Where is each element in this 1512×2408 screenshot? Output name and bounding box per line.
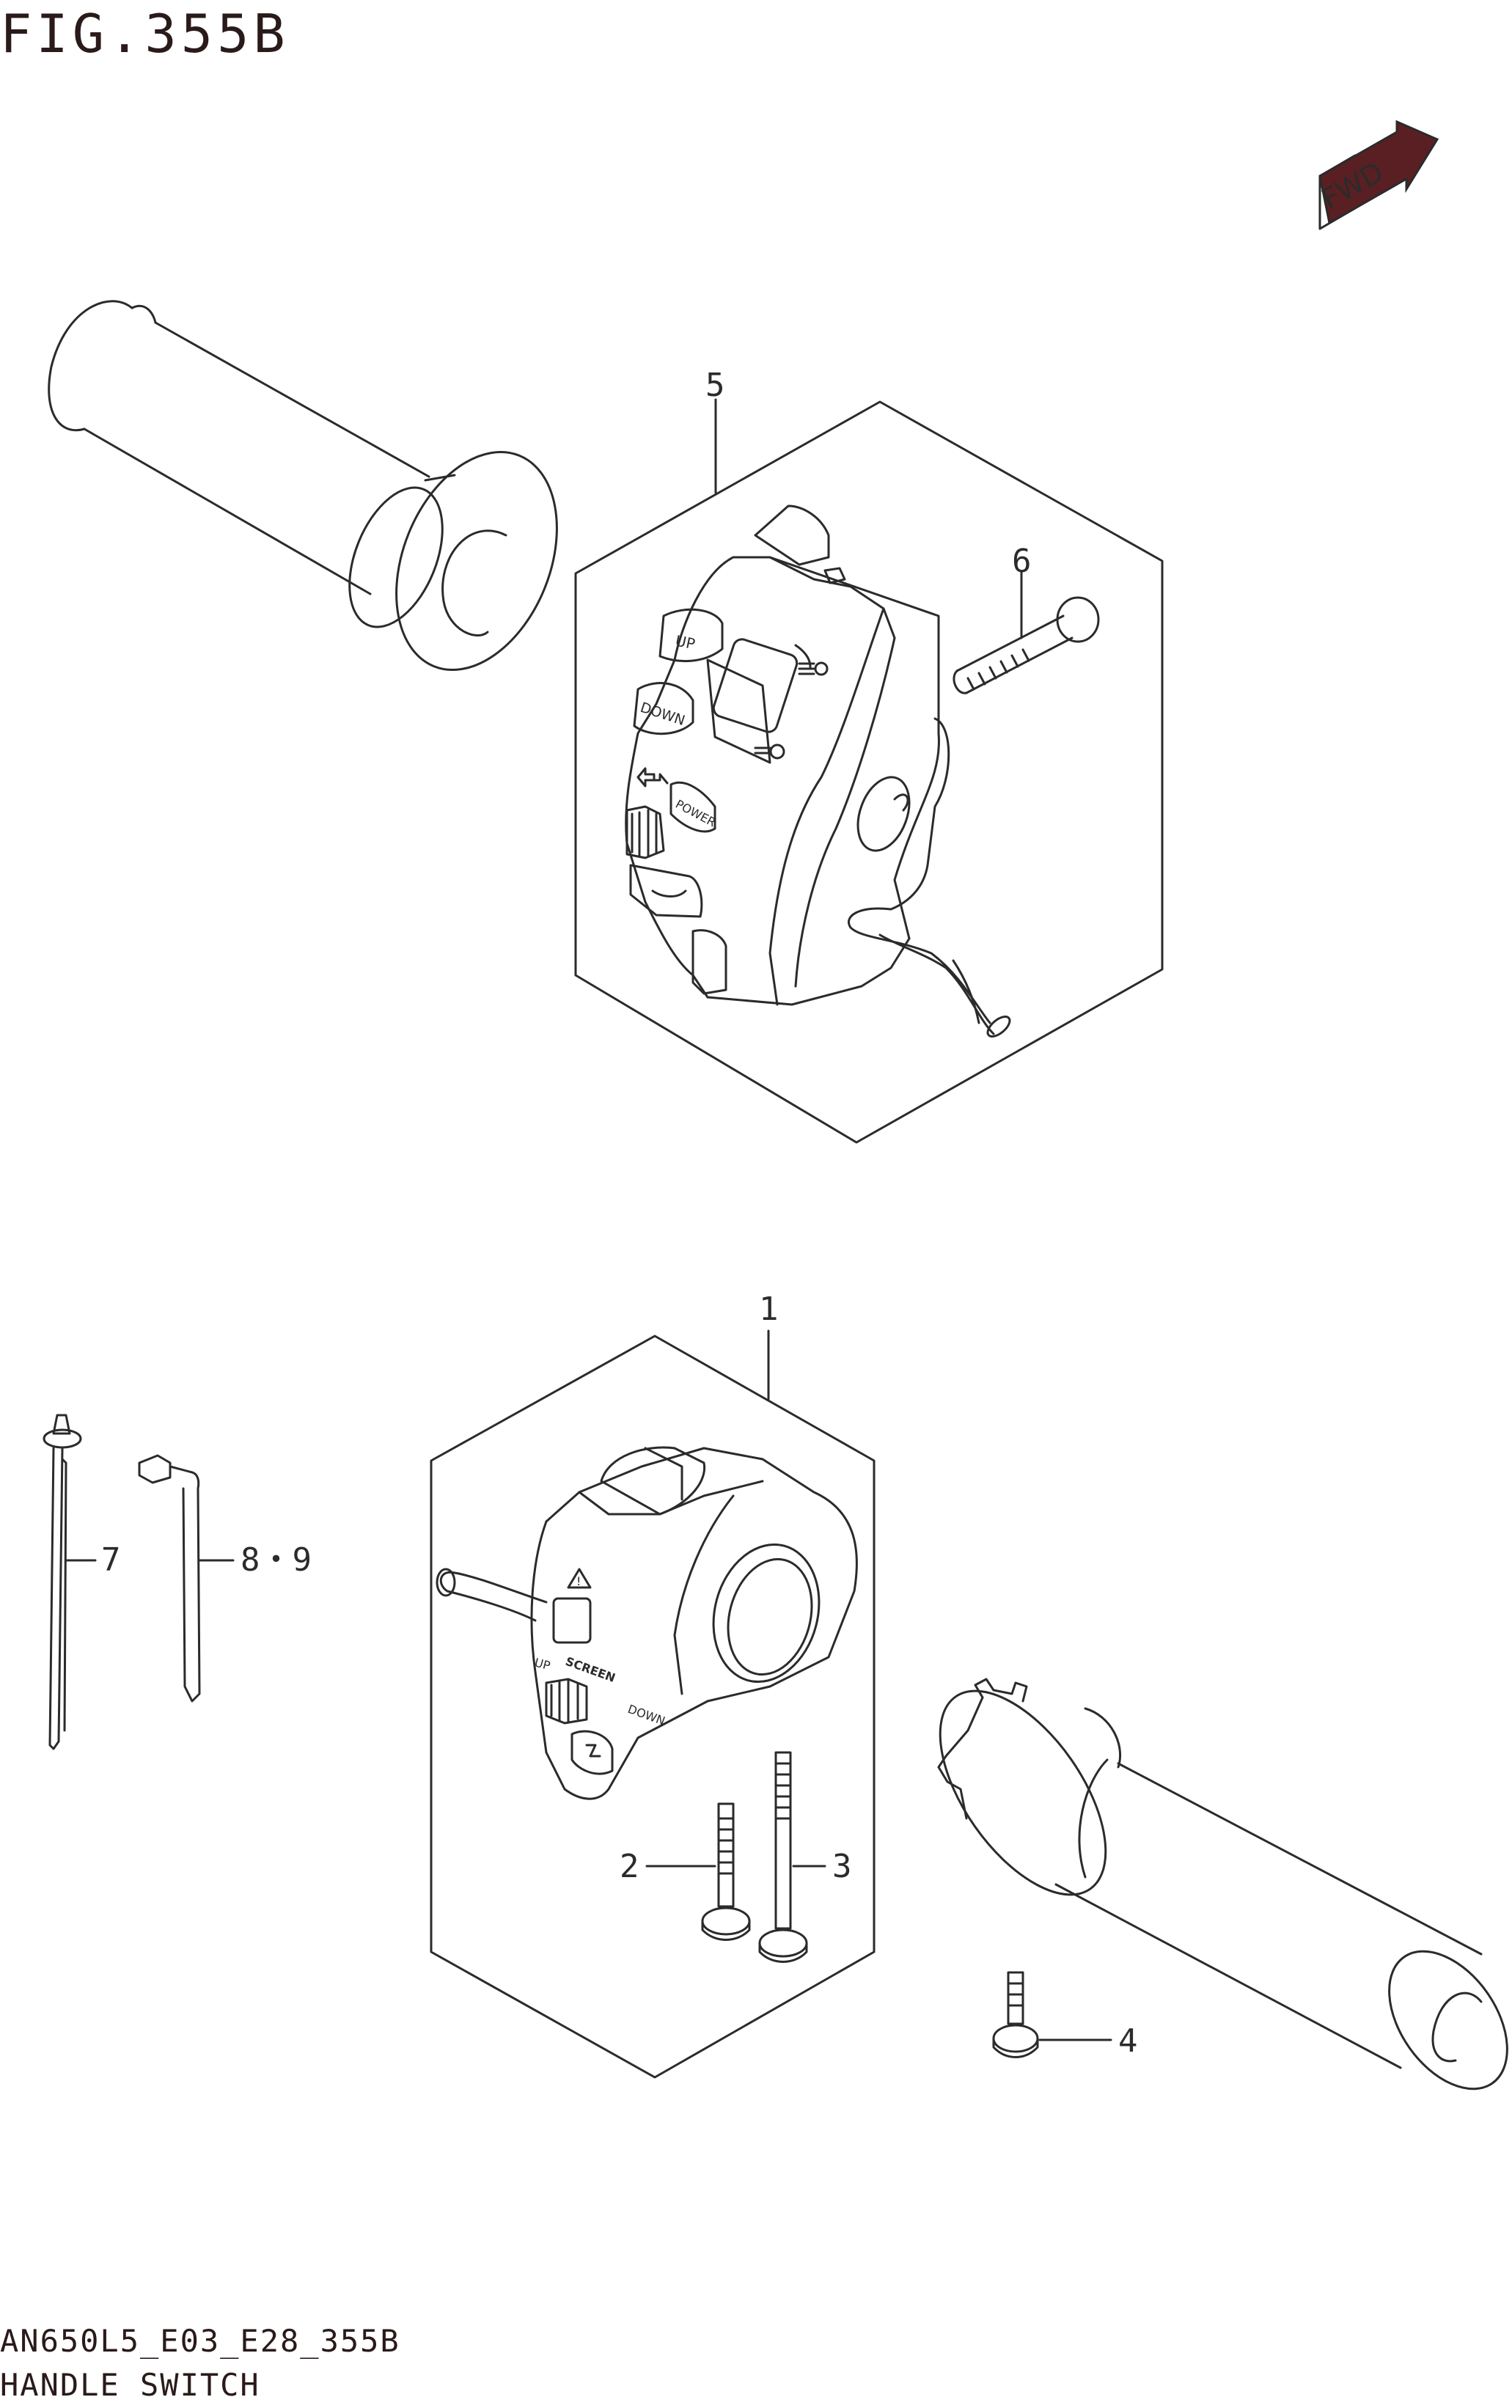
part-4-screw: 4: [992, 1971, 1138, 2060]
up-button-label: UP: [674, 631, 697, 653]
figure-title: FIG.355B: [0, 3, 290, 65]
diagram-code: AN650L5_E03_E28_355B: [0, 2323, 400, 2359]
right-handle-switch: ! UP SCREEN DOWN: [436, 1446, 858, 1800]
left-handlebar-grip: [48, 300, 558, 672]
fwd-arrow-icon: FWD: [1316, 120, 1439, 230]
callout-6: 6: [1012, 543, 1032, 580]
part-8-9-cable-tie: 8・9: [138, 1454, 312, 1703]
diagram-name: HANDLE SWITCH: [0, 2367, 260, 2403]
down-button-label: DOWN: [638, 700, 686, 729]
part-7-cable-tie: 7: [43, 1414, 121, 1750]
callout-4: 4: [1118, 2022, 1138, 2060]
part-3-screw: 3: [758, 1751, 852, 1963]
part-6-screw: 6: [953, 543, 1100, 694]
part-5-boundary: [574, 400, 1164, 1144]
callout-2: 2: [620, 1848, 639, 1885]
left-handle-switch: UP DOWN POWER: [625, 504, 1011, 1038]
callout-1: 1: [759, 1291, 779, 1328]
callout-3: 3: [832, 1848, 852, 1885]
screen-down-label: DOWN: [626, 1702, 667, 1728]
callout-5: 5: [705, 367, 725, 404]
part-1-boundary: [430, 1335, 876, 2079]
hazard-mark: !: [576, 1574, 581, 1588]
fwd-arrow-body: [1318, 120, 1439, 225]
part-2-screw: 2: [620, 1802, 751, 1941]
callout-7: 7: [101, 1541, 121, 1579]
right-throttle-grip: [937, 1678, 1508, 2091]
callout-8-9: 8・9: [241, 1541, 312, 1579]
screen-up-label: UP: [533, 1656, 552, 1673]
